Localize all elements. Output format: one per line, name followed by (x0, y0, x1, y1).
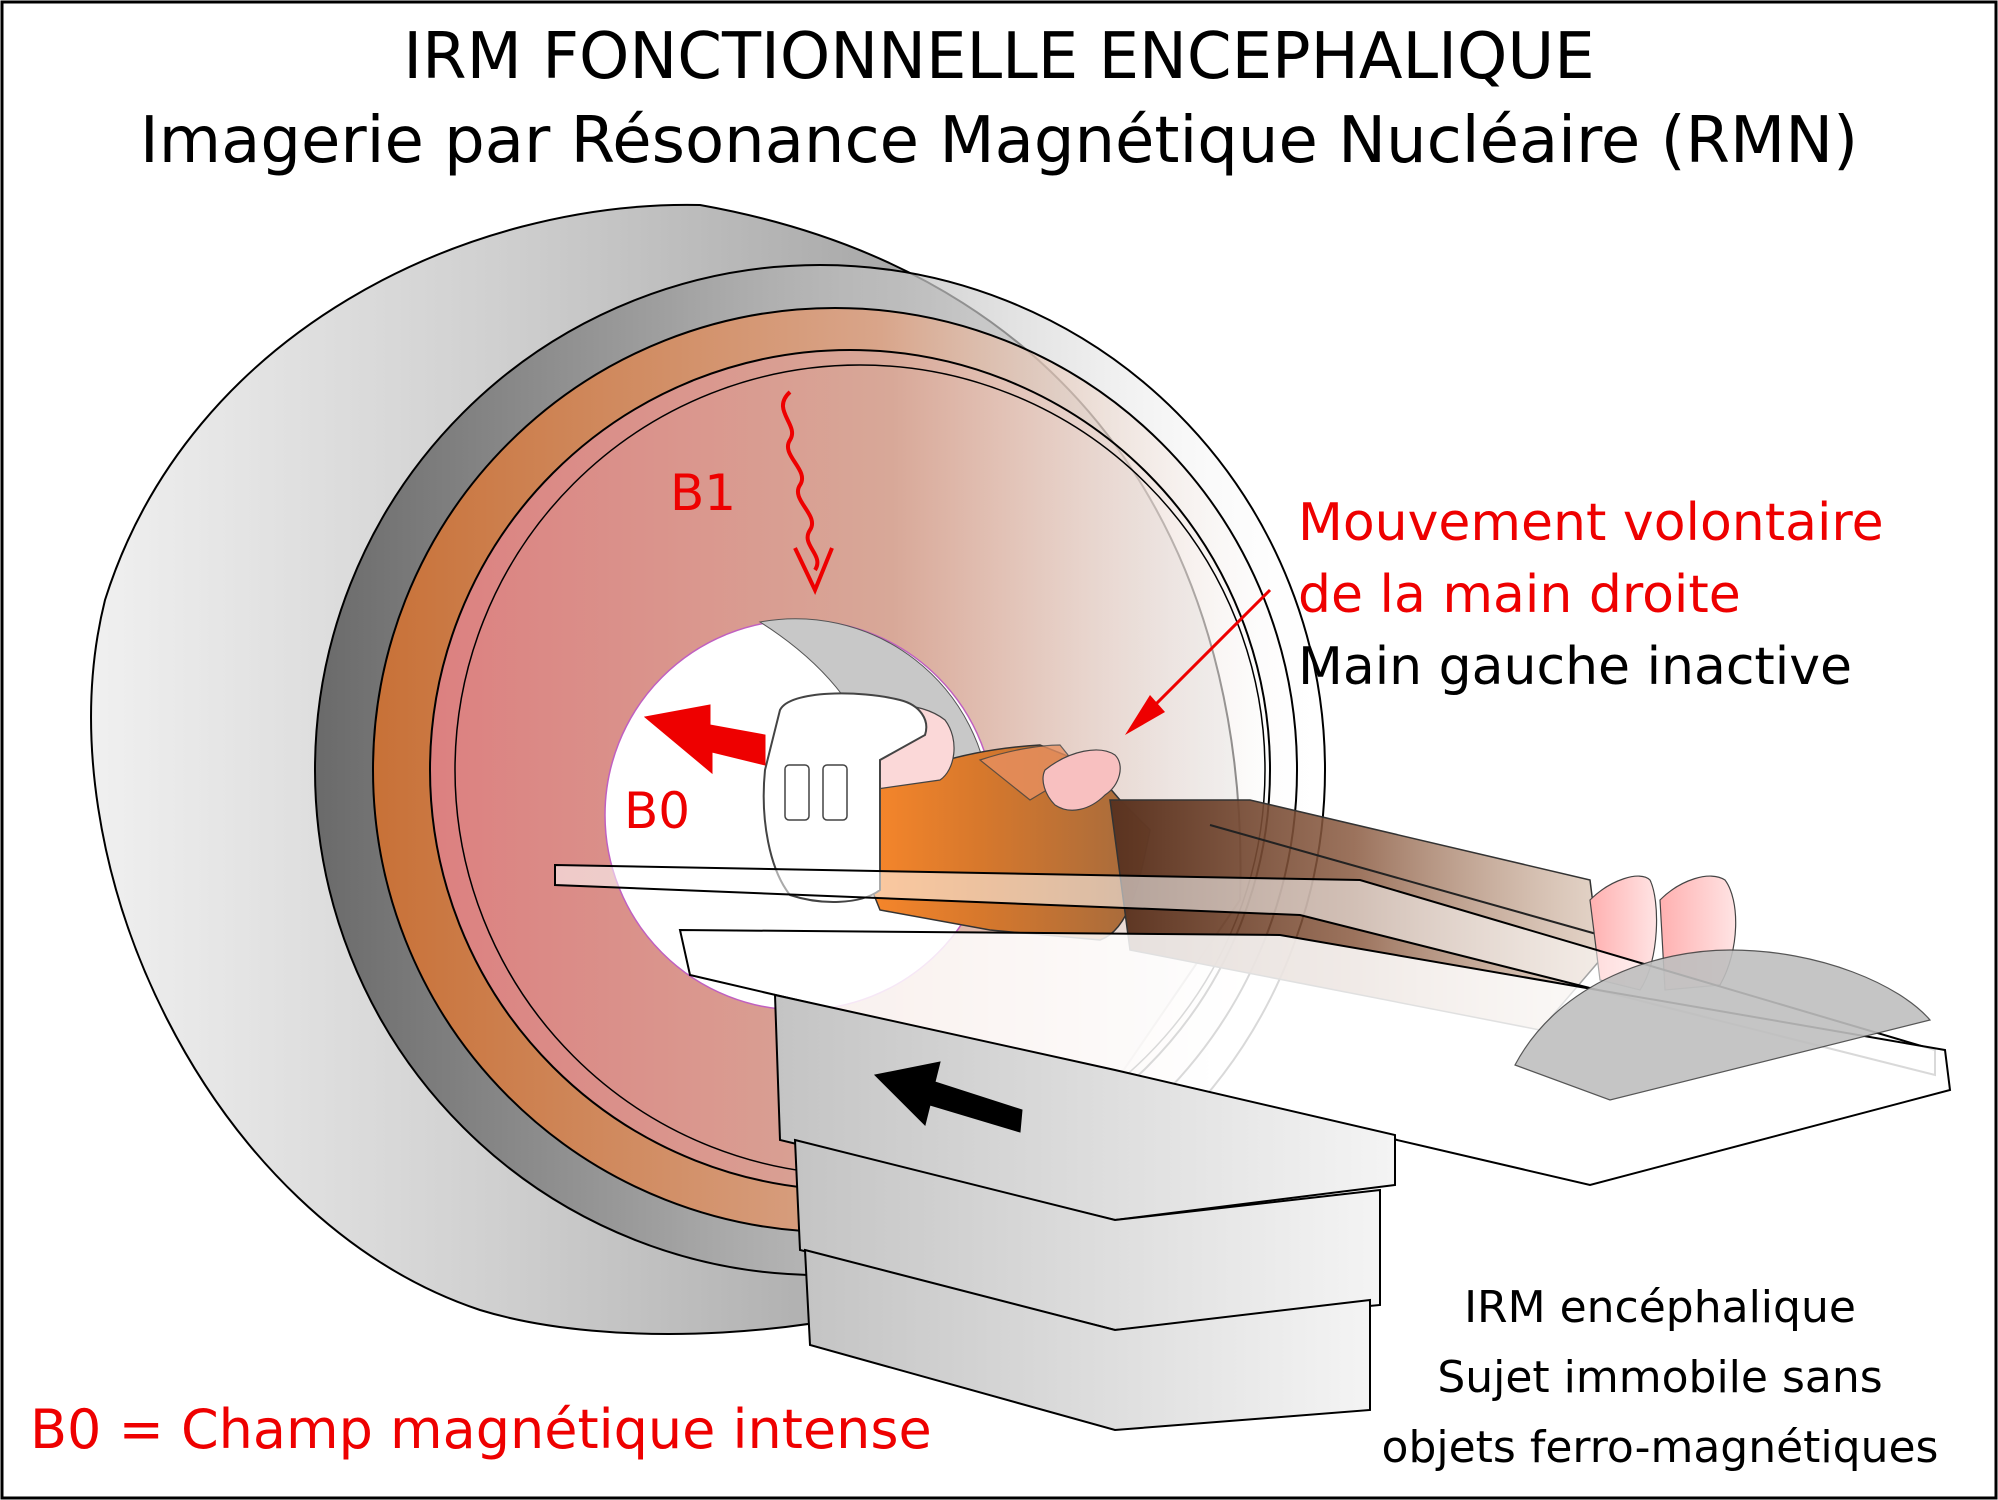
table-base-upper (773, 993, 1396, 1222)
legend-b0: B0 = Champ magnétique intense (30, 1398, 932, 1461)
table-movement-arrow (873, 1061, 1023, 1133)
label-b1: B1 (670, 464, 736, 522)
hand-pointer-head (1125, 695, 1165, 735)
foot-support (1514, 949, 1932, 1101)
label-movement-line3: Main gauche inactive (1298, 637, 1852, 697)
label-movement-line2: de la main droite (1298, 565, 1741, 625)
note-line3: objets ferro-magnétiques (1382, 1422, 1939, 1473)
label-movement-line1: Mouvement volontaire (1298, 493, 1884, 553)
note-line1: IRM encéphalique (1464, 1282, 1856, 1333)
note-line2: Sujet immobile sans (1437, 1352, 1882, 1403)
table-lower-deck (678, 928, 1952, 1187)
label-b0: B0 (624, 782, 690, 840)
table-base-middle (793, 1138, 1381, 1332)
diagram-subtitle: Imagerie par Résonance Magnétique Nucléa… (140, 104, 1858, 178)
b1-arrowhead (793, 547, 834, 595)
b0-field-arrow (643, 704, 766, 775)
hand-pointer-line (1133, 588, 1272, 727)
head-coil-window-left (784, 764, 810, 821)
head-coil-window-right (822, 764, 848, 821)
table-base-lower (803, 1248, 1371, 1432)
diagram-title: IRM FONCTIONNELLE ENCEPHALIQUE (403, 20, 1594, 94)
patient-right-hand (1042, 749, 1121, 811)
leg-seam (1209, 824, 1601, 936)
b1-wave-arrow (781, 390, 820, 572)
